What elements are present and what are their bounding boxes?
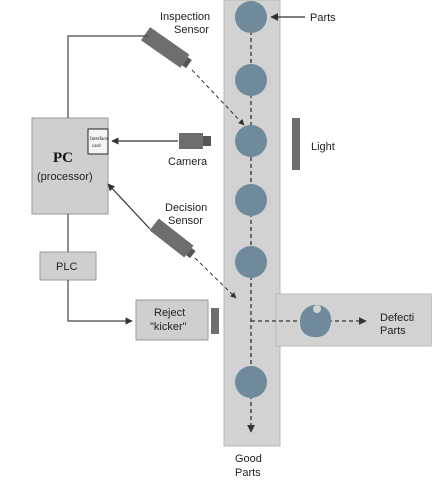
light-label: Light (311, 141, 335, 153)
reject-kicker-box (135, 299, 209, 341)
good-parts-label-2: Parts (235, 467, 261, 479)
part (235, 184, 267, 216)
camera-lens (203, 136, 211, 146)
reject-kicker-label-1: Reject (154, 307, 185, 319)
decision-sensor-label-1: Decision (165, 202, 207, 214)
inspection-sensor-label-2: Sensor (174, 24, 209, 36)
defective-part (300, 304, 332, 338)
part (235, 1, 267, 33)
decision-sensor-beam (194, 257, 237, 299)
inspection-sensor-beam (191, 69, 245, 126)
camera-body (179, 133, 203, 149)
interface-card-label-2: card (92, 144, 101, 149)
inspection-sensor (140, 27, 192, 69)
decision-sensor-label-2: Sensor (168, 215, 203, 227)
defective-parts-label-1: Defecti (380, 312, 414, 324)
interface-card-label-1: Interface (90, 137, 109, 142)
pc-inspection-wire (67, 35, 148, 118)
pc-title: PC (53, 150, 73, 166)
inspection-sensor-label-1: Inspection (160, 11, 210, 23)
reject-kicker-plunger (211, 308, 219, 334)
reject-kicker-label-2: "kicker" (150, 321, 187, 333)
part (235, 64, 267, 96)
parts-label: Parts (310, 12, 336, 24)
part (235, 125, 267, 157)
plc-reject-wire (67, 280, 133, 325)
plc-label: PLC (56, 261, 77, 273)
decision-sensor (149, 218, 196, 259)
good-parts-label-1: Good (235, 453, 262, 465)
defective-parts-label-2: Parts (380, 325, 406, 337)
pc-decision-arrow (107, 183, 151, 230)
interface-card (87, 128, 109, 155)
pc-subtitle: (processor) (37, 171, 93, 183)
camera-label: Camera (168, 156, 208, 168)
light-bar (292, 118, 300, 170)
part (235, 246, 267, 278)
part (235, 366, 267, 398)
plc-box (39, 251, 97, 281)
defective-part-notch (313, 305, 321, 313)
